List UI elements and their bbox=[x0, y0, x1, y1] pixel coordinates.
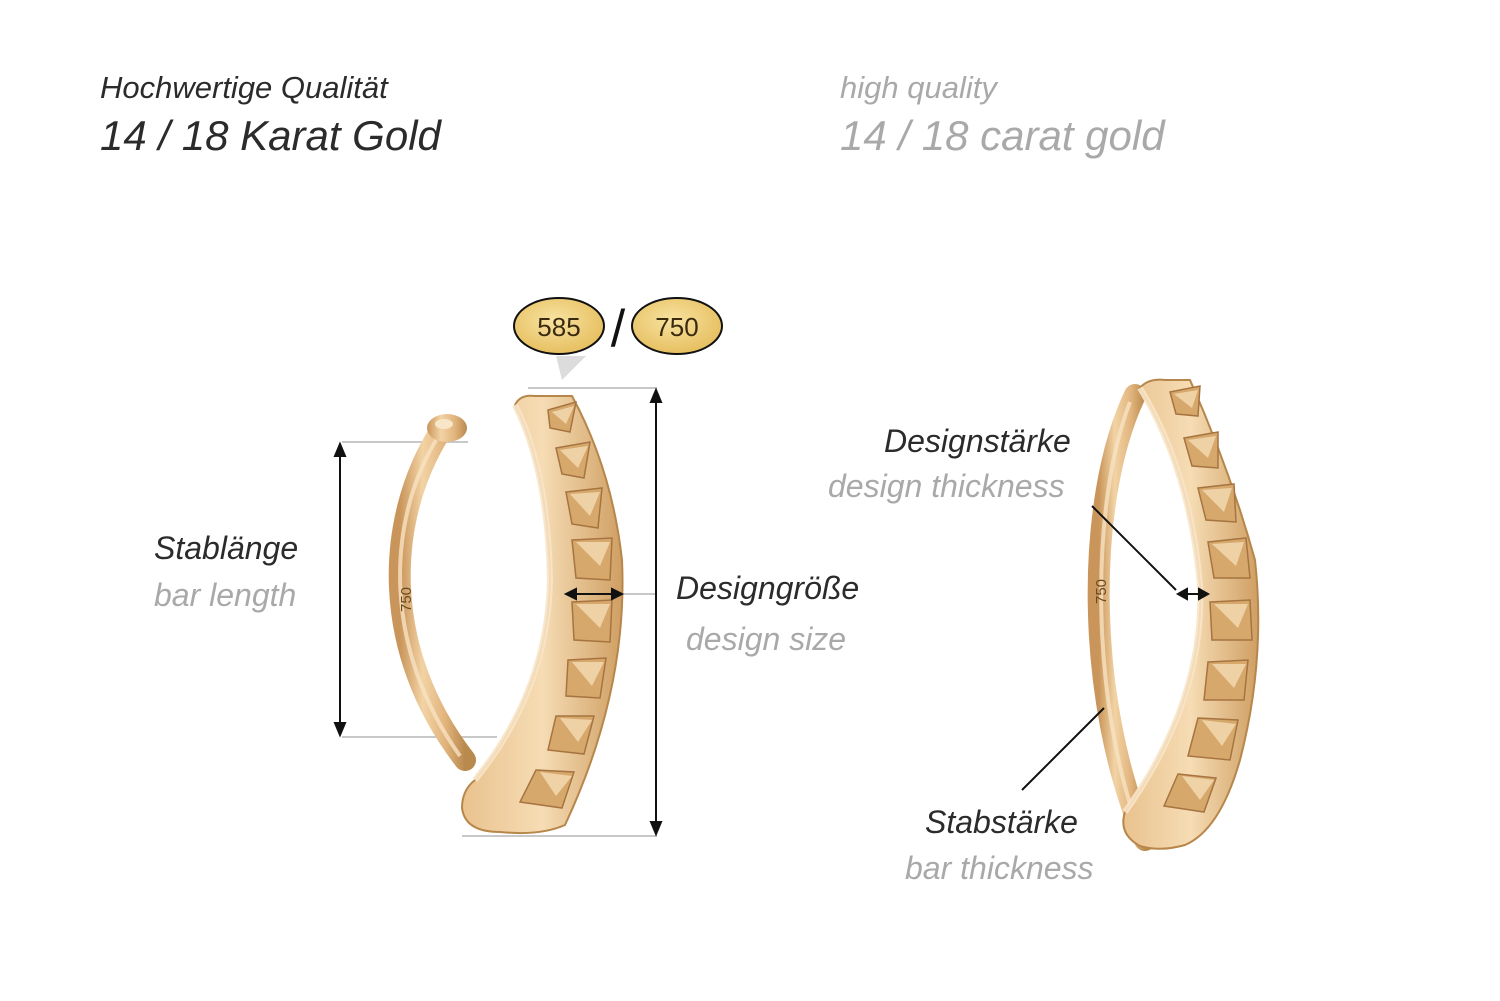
label-design-thickness-en: design thickness bbox=[828, 468, 1065, 504]
front-bar-highlight bbox=[1099, 401, 1142, 835]
label-bar-length-de: Stablänge bbox=[154, 530, 299, 566]
design-element-edge bbox=[472, 403, 554, 782]
label-design-thickness-de: Designstärke bbox=[884, 423, 1071, 459]
header-de-gold: 14 / 18 Karat Gold bbox=[100, 112, 441, 159]
curved-bar-highlight bbox=[398, 438, 462, 758]
header-en-gold: 14 / 18 carat gold bbox=[840, 112, 1165, 159]
header-de-quality: Hochwertige Qualität bbox=[100, 70, 388, 105]
hallmark-750-label: 750 bbox=[655, 312, 698, 342]
design-thickness-dimension bbox=[1175, 587, 1211, 601]
label-bar-thickness-de: Stabstärke bbox=[925, 804, 1078, 840]
hallmark-750 bbox=[631, 297, 723, 355]
front-design-edge bbox=[1122, 386, 1204, 814]
stamp-right: 750 bbox=[1093, 579, 1110, 604]
label-design-size-en: design size bbox=[686, 621, 847, 657]
stamp-left: 750 bbox=[398, 587, 415, 612]
ball-end-highlight bbox=[435, 419, 453, 429]
design-width-dimension bbox=[563, 587, 625, 601]
label-bar-length-en: bar length bbox=[154, 577, 297, 613]
label-bar-thickness-en: bar thickness bbox=[905, 850, 1094, 886]
hallmark-585-label: 585 bbox=[537, 312, 580, 342]
pyramid-highlights-right bbox=[1174, 390, 1248, 800]
header-en-quality: high quality bbox=[840, 70, 997, 105]
hallmark-585 bbox=[513, 297, 605, 355]
design-thickness-leader bbox=[1091, 505, 1177, 591]
label-design-size-de: Designgröße bbox=[676, 570, 860, 606]
hallmark-pointer bbox=[556, 356, 586, 380]
bar-length-dimension bbox=[333, 441, 347, 738]
hallmark-separator: / bbox=[611, 300, 626, 358]
design-height-dimension bbox=[649, 387, 663, 837]
bar-thickness-leader bbox=[1021, 707, 1105, 791]
pyramid-highlights-left bbox=[540, 406, 610, 796]
